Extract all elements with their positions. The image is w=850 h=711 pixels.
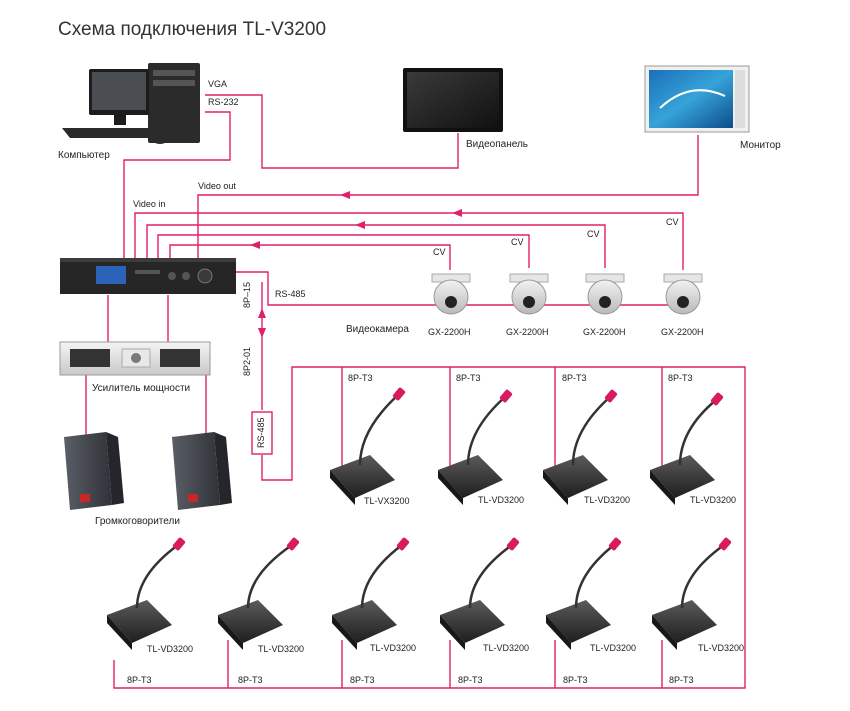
rs485-box-label: RS-485 (256, 417, 266, 448)
cable-arrows (250, 191, 462, 338)
vga-cable (205, 94, 459, 169)
amplifier-label: Усилитель мощности (92, 383, 191, 394)
computer-label: Компьютер (58, 150, 110, 161)
videopanel-icon (403, 68, 503, 132)
conference-unit-bottom-3-icon (332, 537, 410, 650)
unit-bottom-3-model: TL-VD3200 (370, 643, 417, 653)
unit-bottom-2-model: TL-VD3200 (258, 644, 305, 654)
unit-bottom-5-cable: 8P-T3 (563, 675, 588, 685)
rs232-label: RS-232 (208, 97, 239, 107)
video-in-cable-2 (157, 234, 530, 268)
arrow-video-in-1 (452, 209, 462, 217)
unit-bottom-1-model: TL-VD3200 (147, 644, 194, 654)
unit-top-3-model: TL-VD3200 (584, 495, 631, 505)
unit-bottom-1-cable: 8P-T3 (127, 675, 152, 685)
unit-top-3-cable: 8P-T3 (562, 373, 587, 383)
arrow-video-in-2 (355, 221, 365, 229)
unit-top-2-model: TL-VD3200 (478, 495, 525, 505)
conference-unit-bottom-2-icon (218, 537, 300, 650)
vga-label: VGA (208, 79, 228, 89)
unit-bottom-4-model: TL-VD3200 (483, 643, 530, 653)
speakers-label: Громкоговорители (95, 516, 180, 527)
unit-top-4-cable: 8P-T3 (668, 373, 693, 383)
unit-top-2-cable: 8P-T3 (456, 373, 481, 383)
unit-top-1-cable: 8P-T3 (348, 373, 373, 383)
speaker-left-icon (64, 432, 124, 510)
camera-2-icon (509, 273, 549, 315)
video-in-cable-4 (134, 212, 684, 270)
videocamera-label: Видеокамера (346, 324, 409, 335)
rs232-cable (123, 111, 231, 258)
cv-label-2: CV (511, 237, 524, 247)
camera-2-model: GX-2200H (506, 327, 549, 337)
conference-unit-bottom-4-icon (440, 537, 520, 650)
conference-unit-bottom-5-icon (546, 537, 622, 650)
computer-icon (62, 63, 200, 144)
camera-1-model: GX-2200H (428, 327, 471, 337)
rs485-label: RS-485 (275, 289, 306, 299)
conference-unit-top-4-icon (650, 392, 724, 505)
diagram-title: Схема подключения TL-V3200 (58, 19, 327, 40)
unit-bottom-4-cable: 8P-T3 (458, 675, 483, 685)
unit-bottom-2-cable: 8P-T3 (238, 675, 263, 685)
conference-bus (113, 366, 746, 689)
conference-unit-top-2-icon (438, 389, 513, 505)
cv-label-4: CV (666, 217, 679, 227)
conference-unit-bottom-6-icon (652, 537, 732, 650)
conference-unit-top-3-icon (543, 389, 618, 505)
camera-4-icon (663, 273, 703, 315)
monitor-icon (644, 65, 750, 133)
video-in-cable-1 (169, 244, 451, 270)
unit-bottom-5-model: TL-VD3200 (590, 643, 637, 653)
camera-3-model: GX-2200H (583, 327, 626, 337)
8p15-label: 8P–15 (242, 281, 252, 308)
videopanel-label: Видеопанель (466, 139, 528, 150)
arrow-video-out (340, 191, 350, 199)
unit-bottom-6-model: TL-VD3200 (698, 643, 745, 653)
conference-unit-bottom-1-icon (107, 537, 186, 650)
rs485-box (251, 411, 273, 455)
8p201-label: 8P2-01 (242, 346, 252, 376)
conference-unit-top-1-icon (330, 387, 406, 505)
video-in-cable-3 (146, 224, 606, 268)
arrow-up-8p (258, 308, 266, 318)
cables (85, 94, 746, 689)
unit-bottom-6-cable: 8P-T3 (669, 675, 694, 685)
video-out-label: Video out (198, 181, 236, 191)
cv-label-3: CV (587, 229, 600, 239)
video-in-label: Video in (133, 199, 166, 209)
unit-top-1-model: TL-VX3200 (364, 496, 410, 506)
camera-3-icon (585, 273, 625, 315)
amplifier-icon (59, 341, 211, 376)
arrow-video-in-3 (250, 241, 260, 249)
unit-bottom-3-cable: 8P-T3 (350, 675, 375, 685)
rs485-camera-bus (235, 271, 680, 306)
cv-label-1: CV (433, 247, 446, 257)
camera-1-icon (431, 273, 471, 315)
speaker-right-icon (172, 432, 232, 510)
unit-top-4-model: TL-VD3200 (690, 495, 737, 505)
controller-unit-icon (60, 258, 236, 294)
video-out-cable (197, 135, 699, 258)
monitor-label: Монитор (740, 140, 781, 151)
camera-4-model: GX-2200H (661, 327, 704, 337)
arrow-down-8p (258, 328, 266, 338)
